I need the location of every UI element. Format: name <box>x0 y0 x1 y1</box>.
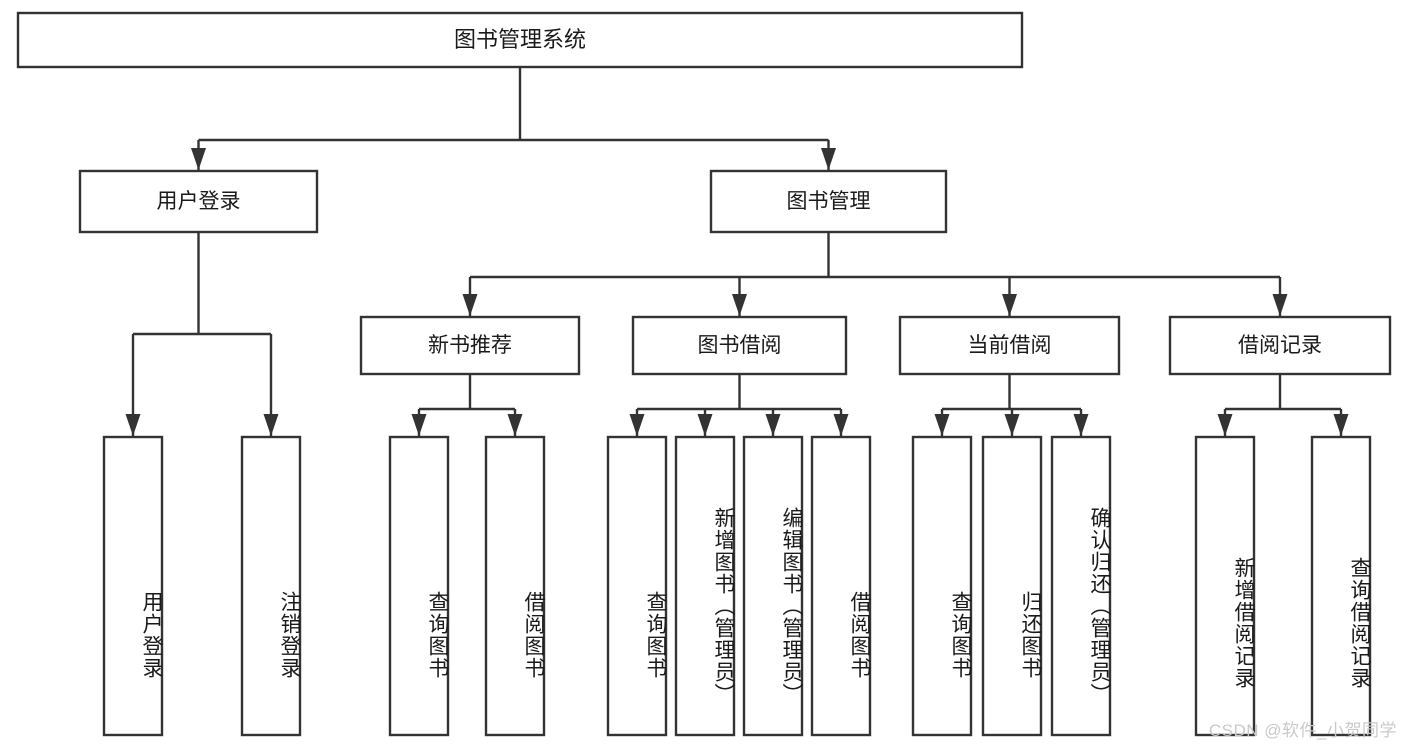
node-box-current-borrow[interactable] <box>898 315 1121 376</box>
arrow-head-icon <box>1272 294 1288 316</box>
arrow-head-icon <box>1073 414 1089 436</box>
node-label-book-manage: 图书管理 <box>787 190 871 213</box>
csdn-watermark: CSDN @软件_小贺同学 <box>1208 721 1397 740</box>
node-box-leaf-add-book[interactable] <box>674 435 736 737</box>
node-box-leaf-logout[interactable] <box>240 435 302 737</box>
arrow-head-icon <box>821 148 836 170</box>
node-box-book-borrow[interactable] <box>631 315 848 376</box>
arrow-head-icon <box>1217 414 1233 436</box>
arrow-head-icon <box>263 414 279 436</box>
arrow-head-icon <box>125 414 141 436</box>
node-box-user-login[interactable] <box>78 169 319 234</box>
connectors-layer <box>125 67 1349 436</box>
arrow-head-icon <box>629 414 645 436</box>
node-label-current-borrow: 当前借阅 <box>968 334 1052 357</box>
node-box-leaf-add-record[interactable] <box>1194 435 1256 737</box>
arrow-head-icon <box>934 414 950 436</box>
node-box-leaf-query-book-1[interactable] <box>388 435 450 737</box>
node-box-borrow-record[interactable] <box>1168 315 1392 376</box>
node-label-root: 图书管理系统 <box>454 27 586 52</box>
node-box-leaf-confirm-return[interactable] <box>1050 435 1112 737</box>
arrow-head-icon <box>191 148 206 170</box>
node-box-leaf-query-book-3[interactable] <box>911 435 973 737</box>
arrow-head-icon <box>462 294 478 316</box>
arrow-head-icon <box>765 414 781 436</box>
arrow-head-icon <box>411 414 427 436</box>
node-label-new-book-rec: 新书推荐 <box>428 334 512 357</box>
arrow-head-icon <box>1333 414 1349 436</box>
node-box-leaf-query-record[interactable] <box>1310 435 1372 737</box>
node-box-leaf-edit-book[interactable] <box>742 435 804 737</box>
arrow-head-icon <box>697 414 713 436</box>
node-box-book-manage[interactable] <box>709 169 948 234</box>
node-box-leaf-user-login[interactable] <box>102 435 164 737</box>
node-label-borrow-record: 借阅记录 <box>1238 334 1322 357</box>
node-box-leaf-borrow-book-2[interactable] <box>810 435 872 737</box>
node-label-user-login: 用户登录 <box>157 190 241 213</box>
node-box-root[interactable] <box>16 11 1024 69</box>
node-box-leaf-borrow-book-1[interactable] <box>484 435 546 737</box>
arrow-head-icon <box>732 294 747 316</box>
arrow-head-icon <box>1004 414 1020 436</box>
node-box-new-book-rec[interactable] <box>359 315 581 376</box>
node-box-leaf-query-book-2[interactable] <box>606 435 668 737</box>
arrow-head-icon <box>1002 294 1017 316</box>
node-box-leaf-return-book[interactable] <box>981 435 1043 737</box>
node-label-book-borrow: 图书借阅 <box>698 334 782 357</box>
boxes-layer <box>16 11 1392 737</box>
arrow-head-icon <box>507 414 523 436</box>
arrow-head-icon <box>833 414 849 436</box>
